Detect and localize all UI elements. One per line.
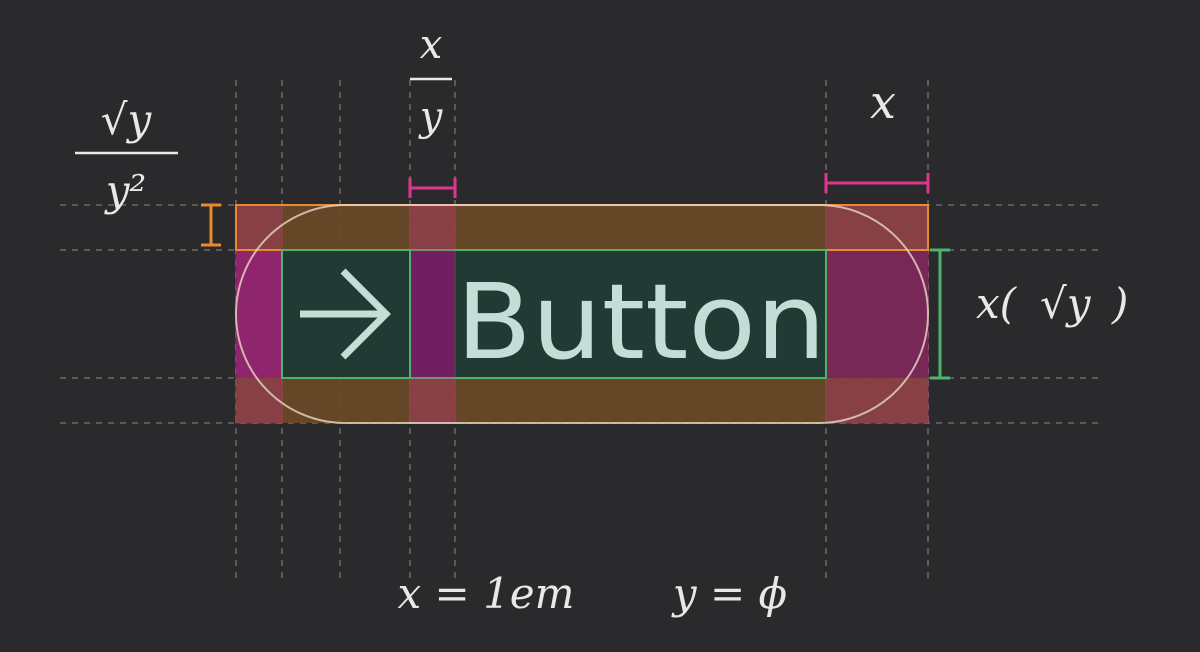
gap-formula-denominator: y [418,94,444,140]
right-padding-column [825,204,929,424]
icon-cell [281,249,411,379]
content-height-suffix: ) [1111,279,1128,328]
arrow-right-icon [300,268,391,360]
pill-outline [235,204,929,424]
side-padding-label: x [870,75,896,129]
content-height-root: √y [1040,279,1092,328]
icon-gap-fill [411,251,454,377]
corner-radius-formula: √y y² [75,95,178,215]
gap-dimension-marker [408,178,457,198]
gap-formula-numerator: x [420,22,443,68]
side-padding-dimension-marker [824,173,930,193]
definition-y: y = ϕ [671,569,787,618]
content-height-formula: x( √y ) [976,279,1128,328]
content-height-prefix: x( [976,279,1018,328]
top-padding-dimension-marker [201,203,221,247]
button-label: Button [456,261,826,383]
definition-x: x = 1em [398,569,575,618]
left-padding-column [235,204,283,424]
corner-formula-denominator: y² [104,166,147,215]
right-padding-region [826,250,928,378]
content-height-dimension-marker [930,248,950,380]
gap-formula: x y [410,22,452,140]
corner-formula-numerator: √y [101,95,153,144]
